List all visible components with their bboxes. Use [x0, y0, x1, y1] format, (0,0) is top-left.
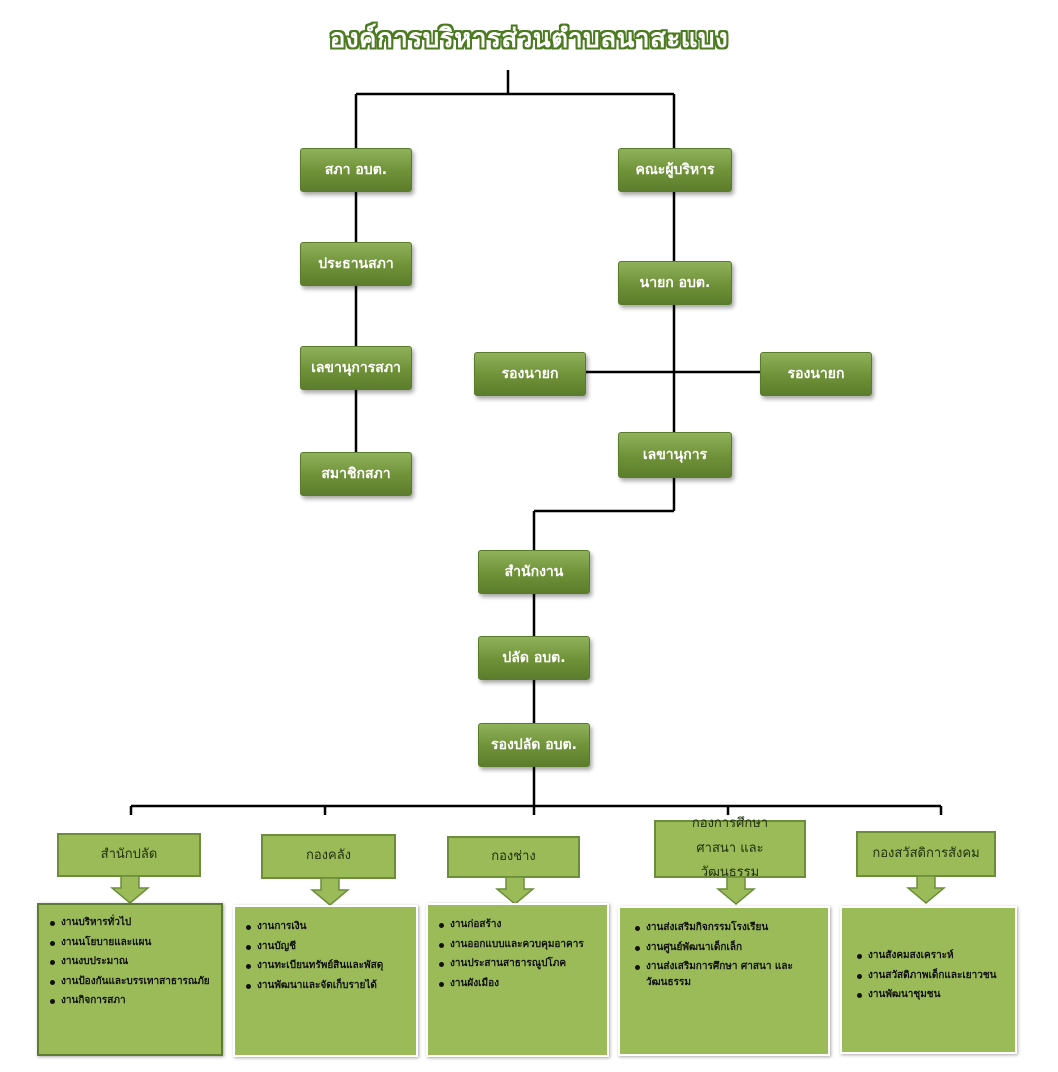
task-item: งานออกแบบและควบคุมอาคาร	[438, 937, 599, 953]
department-task-box: งานสังคมสงเคราะห์ งานสวัสดิภาพเด็กและเยา…	[840, 906, 1017, 1054]
council-chair-box: ประธานสภา	[300, 242, 412, 286]
down-arrow-icon	[495, 877, 535, 905]
task-item: งานศูนย์พัฒนาเด็กเล็ก	[634, 940, 820, 956]
down-arrow-icon	[310, 878, 350, 906]
mayor-box: นายก อบต.	[618, 261, 732, 305]
task-item: งานส่งเสริมการศึกษา ศาสนา และวัฒนธรรม	[634, 959, 820, 990]
department-task-box: งานการเงิน งานบัญชี งานทะเบียนทรัพย์สินแ…	[233, 905, 418, 1057]
org-title: องค์การบริหารส่วนตำบลนาสะแบง	[329, 24, 729, 54]
deputy-mayor-left-box: รองนายก	[474, 352, 586, 396]
down-arrow-icon	[716, 877, 756, 905]
task-item: งานการเงิน	[245, 919, 408, 935]
department-header: กองการศึกษา ศาสนา และวัฒนธรรม	[654, 816, 806, 880]
council-members-box: สมาชิกสภา	[300, 452, 412, 496]
task-item: งานกิจการสภา	[49, 993, 213, 1009]
executive-box: คณะผู้บริหาร	[618, 148, 732, 192]
deputy-mayor-right-box: รองนายก	[760, 352, 872, 396]
task-item: งานนโยบายและแผน	[49, 935, 213, 951]
task-item: งานทะเบียนทรัพย์สินและพัสดุ	[245, 958, 408, 974]
deputy-chief-admin-box: รองปลัด อบต.	[478, 723, 590, 767]
mayor-secretary-box: เลขานุการ	[618, 432, 732, 478]
down-arrow-icon	[110, 876, 150, 904]
down-arrow-icon	[906, 876, 946, 904]
department-header: กองคลัง	[261, 834, 396, 879]
department-header: กองสวัสดิการสังคม	[856, 831, 996, 877]
task-item: งานบัญชี	[245, 939, 408, 955]
council-box: สภา อบต.	[300, 148, 412, 192]
council-secretary-box: เลขานุการสภา	[300, 346, 412, 390]
task-item: งานพัฒนาชุมชน	[856, 987, 1007, 1003]
task-item: งานสวัสดิภาพเด็กและเยาวชน	[856, 968, 1007, 984]
chief-admin-box: ปลัด อบต.	[478, 636, 590, 680]
task-item: งานบริหารทั่วไป	[49, 915, 213, 931]
task-item: งานผังเมือง	[438, 976, 599, 992]
department-task-box: งานก่อสร้าง งานออกแบบและควบคุมอาคาร งานป…	[426, 903, 609, 1057]
task-item: งานป้องกันและบรรเทาสาธารณภัย	[49, 974, 213, 990]
task-item: งานส่งเสริมกิจกรรมโรงเรียน	[634, 920, 820, 936]
task-item: งานงบประมาณ	[49, 954, 213, 970]
department-header: กองช่าง	[447, 836, 580, 878]
task-item: งานประสานสาธารณูปโภค	[438, 956, 599, 972]
department-header: สำนักปลัด	[57, 833, 201, 877]
department-task-box: งานบริหารทั่วไป งานนโยบายและแผน งานงบประ…	[37, 903, 223, 1056]
office-box: สำนักงาน	[478, 550, 590, 594]
department-task-box: งานส่งเสริมกิจกรรมโรงเรียน งานศูนย์พัฒนา…	[618, 906, 830, 1056]
task-item: งานก่อสร้าง	[438, 917, 599, 933]
task-item: งานพัฒนาและจัดเก็บรายได้	[245, 978, 408, 994]
task-item: งานสังคมสงเคราะห์	[856, 948, 1007, 964]
